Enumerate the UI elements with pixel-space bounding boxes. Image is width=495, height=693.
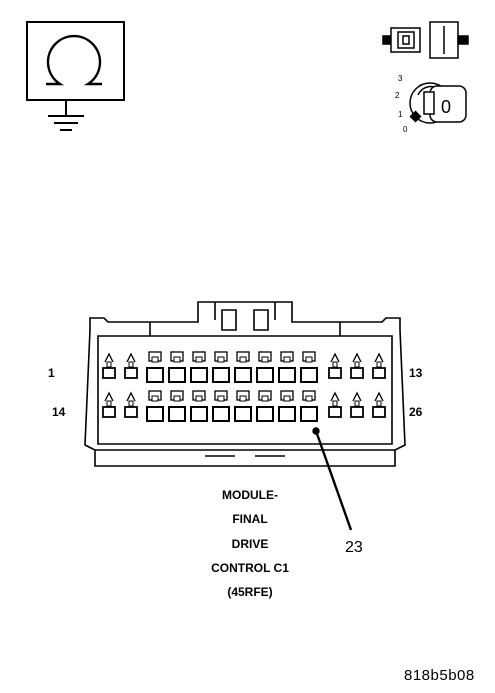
key-position-3: 3 xyxy=(398,74,403,83)
key-position-1: 1 xyxy=(398,110,403,119)
cavity-pin-1 xyxy=(102,352,116,379)
key-label: 0 xyxy=(441,97,451,117)
ignition-key-icon xyxy=(409,82,467,124)
ohmmeter-ground-icon xyxy=(26,21,125,131)
cavity-pin-4 xyxy=(168,351,186,383)
cavity-pin-26 xyxy=(372,391,386,418)
pin-label-1: 1 xyxy=(48,366,55,380)
key-position-2: 2 xyxy=(395,91,400,100)
cavity-pin-21 xyxy=(256,390,274,422)
cavity-pin-10 xyxy=(300,351,318,383)
pin-label-26: 26 xyxy=(409,405,423,419)
connector-title-line-4: CONTROL C1 xyxy=(211,561,289,575)
cavity-pin-5 xyxy=(190,351,208,383)
cavity-pin-20 xyxy=(234,390,252,422)
connector-unplugged-icon xyxy=(382,21,469,59)
key-position-0: 0 xyxy=(403,125,408,134)
cavity-pin-16 xyxy=(146,390,164,422)
cavity-pin-14 xyxy=(102,391,116,418)
cavity-pin-18 xyxy=(190,390,208,422)
callout-leader xyxy=(312,427,353,531)
figure-code: 818b5b08 xyxy=(404,667,475,684)
connector-title-line-1: MODULE- xyxy=(222,488,278,502)
cavity-pin-22 xyxy=(278,390,296,422)
pin-label-13: 13 xyxy=(409,366,423,380)
cavity-pin-24 xyxy=(328,391,342,418)
connector-title-line-5: (45RFE) xyxy=(227,585,273,599)
connector-body xyxy=(84,301,406,467)
cavity-pin-7 xyxy=(234,351,252,383)
cavity-pin-13 xyxy=(372,352,386,379)
cavity-pin-9 xyxy=(278,351,296,383)
connector-title-line-2: FINAL xyxy=(232,512,268,526)
cavity-pin-25 xyxy=(350,391,364,418)
cavity-pin-3 xyxy=(146,351,164,383)
connector-title-line-3: DRIVE xyxy=(231,537,269,551)
connector-cavities xyxy=(102,351,386,422)
cavity-pin-2 xyxy=(124,352,138,379)
cavity-pin-6 xyxy=(212,351,230,383)
cavity-pin-12 xyxy=(350,352,364,379)
callout-pin-23: 23 xyxy=(345,539,363,556)
cavity-pin-8 xyxy=(256,351,274,383)
cavity-pin-11 xyxy=(328,352,342,379)
cavity-pin-19 xyxy=(212,390,230,422)
cavity-pin-23 xyxy=(300,390,318,422)
pin-label-14: 14 xyxy=(52,405,66,419)
cavity-pin-17 xyxy=(168,390,186,422)
cavity-pin-15 xyxy=(124,391,138,418)
